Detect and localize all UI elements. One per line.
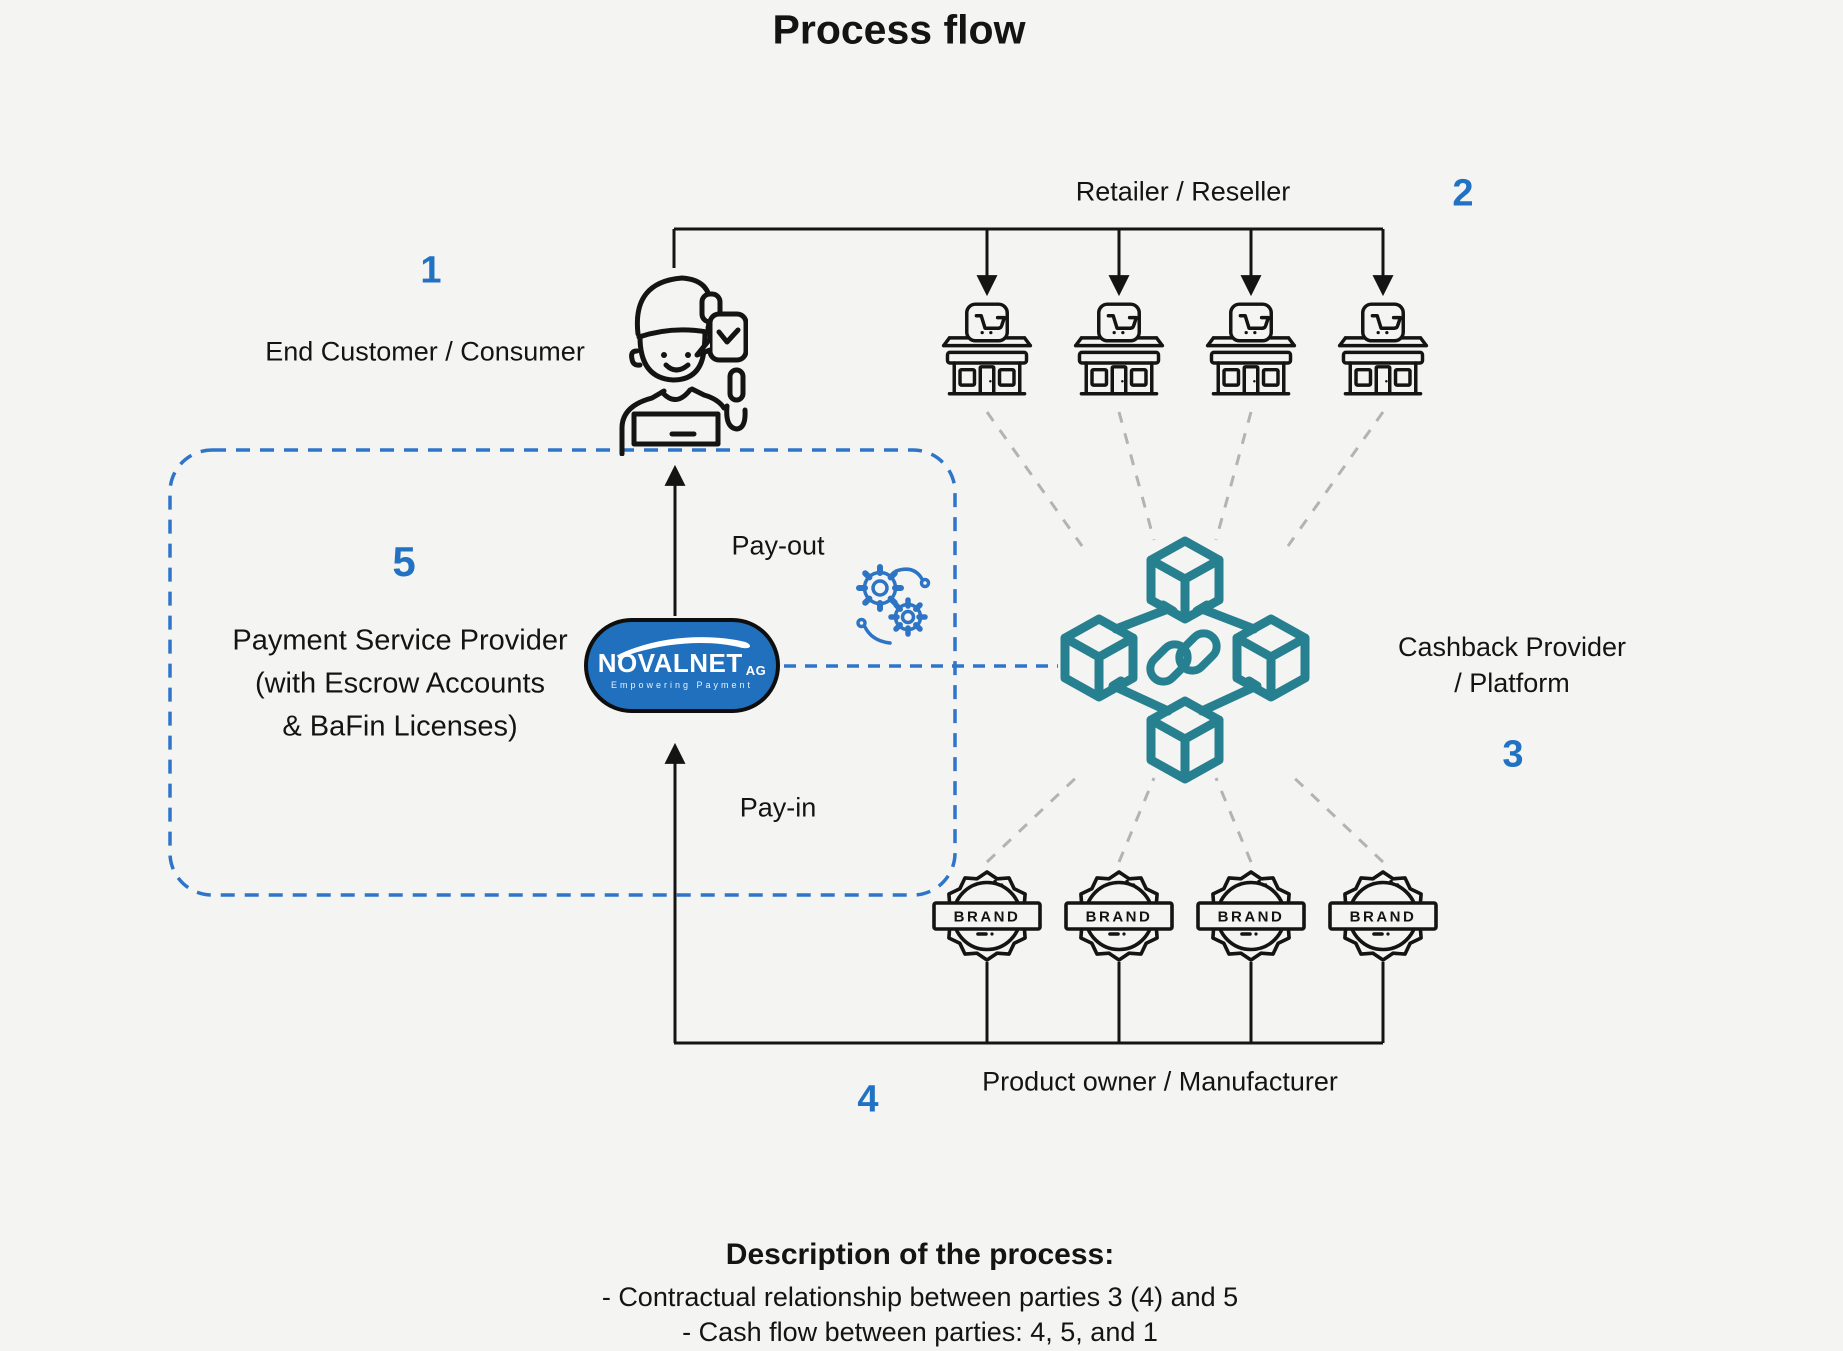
storefront-icon	[1198, 300, 1304, 397]
brand-seal-icon: BRAND	[1064, 868, 1174, 972]
brand-seal-icon: BRAND	[1196, 868, 1306, 972]
description-heading: Description of the process:	[725, 1238, 1115, 1271]
gears-icon	[856, 564, 931, 645]
description-line: - Cash flow between parties: 4, 5, and 1	[682, 1317, 1158, 1347]
process-description: Description of the process: - Contractua…	[602, 1238, 1238, 1350]
novalnet-tagline: Empowering Payment	[610, 680, 754, 690]
storefront-icon	[1066, 300, 1172, 397]
storefront-icon	[934, 300, 1040, 397]
brand-badge-label: BRAND	[1350, 909, 1417, 926]
hub-relation-dashes	[985, 411, 1385, 864]
consumer-label: End Customer / Consumer	[265, 336, 585, 367]
cashback-label: Cashback Provider / Platform	[1398, 629, 1626, 701]
novalnet-ag: AG	[745, 663, 767, 678]
brand-badge-label: BRAND	[1086, 909, 1153, 926]
brand-seal-icon: BRAND	[1328, 868, 1438, 972]
psp-label: Payment Service Provider (with Escrow Ac…	[232, 620, 567, 749]
psp-number: 5	[392, 538, 416, 585]
novalnet-swoosh-icon	[616, 637, 751, 659]
description-line: - Contractual relationship between parti…	[601, 1282, 1239, 1312]
brand-seal-icon: BRAND	[932, 868, 1042, 972]
manufacturer-label: Product owner / Manufacturer	[982, 1066, 1338, 1097]
psp-label-line2: (with Escrow Accounts	[254, 667, 546, 700]
psp-label-line3: & BaFin Licenses)	[282, 710, 518, 743]
brand-badge-label: BRAND	[1218, 909, 1285, 926]
cashback-number: 3	[1502, 733, 1524, 776]
novalnet-name: NOVALNET	[597, 648, 743, 678]
retailer-number: 2	[1452, 172, 1474, 215]
consumer-thumbs-up-icon	[619, 275, 748, 456]
cashback-label-line1: Cashback Provider	[1397, 632, 1627, 662]
page-title: Process flow	[772, 6, 1026, 53]
blockchain-cubes-icon	[1060, 536, 1310, 784]
psp-label-line1: Payment Service Provider	[232, 624, 568, 657]
manufacturer-number: 4	[857, 1078, 879, 1121]
retailer-label: Retailer / Reseller	[1075, 176, 1291, 207]
consumer-number: 1	[420, 249, 442, 292]
psp-dashed-boundary	[168, 448, 957, 897]
payout-label: Pay-out	[731, 530, 825, 561]
payin-label: Pay-in	[739, 792, 817, 823]
cashback-label-line2: / Platform	[1454, 668, 1570, 698]
storefront-icon	[1330, 300, 1436, 397]
brand-badge-label: BRAND	[954, 909, 1021, 926]
